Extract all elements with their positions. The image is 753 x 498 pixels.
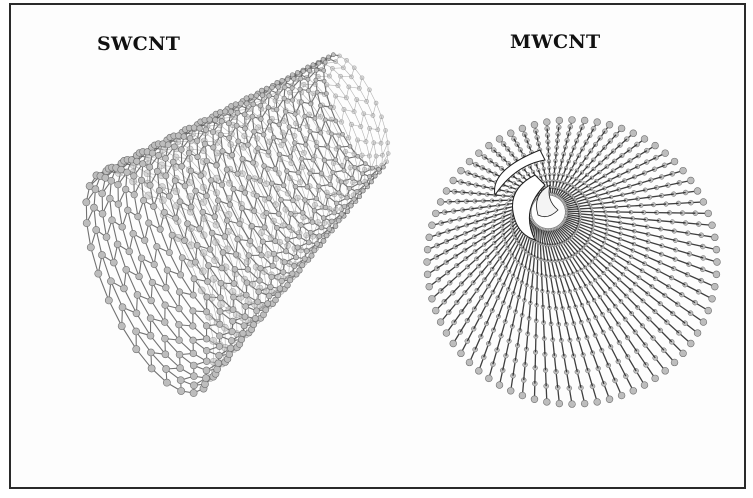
mwcnt-illustration — [424, 117, 721, 408]
swcnt-illustration — [83, 53, 390, 397]
